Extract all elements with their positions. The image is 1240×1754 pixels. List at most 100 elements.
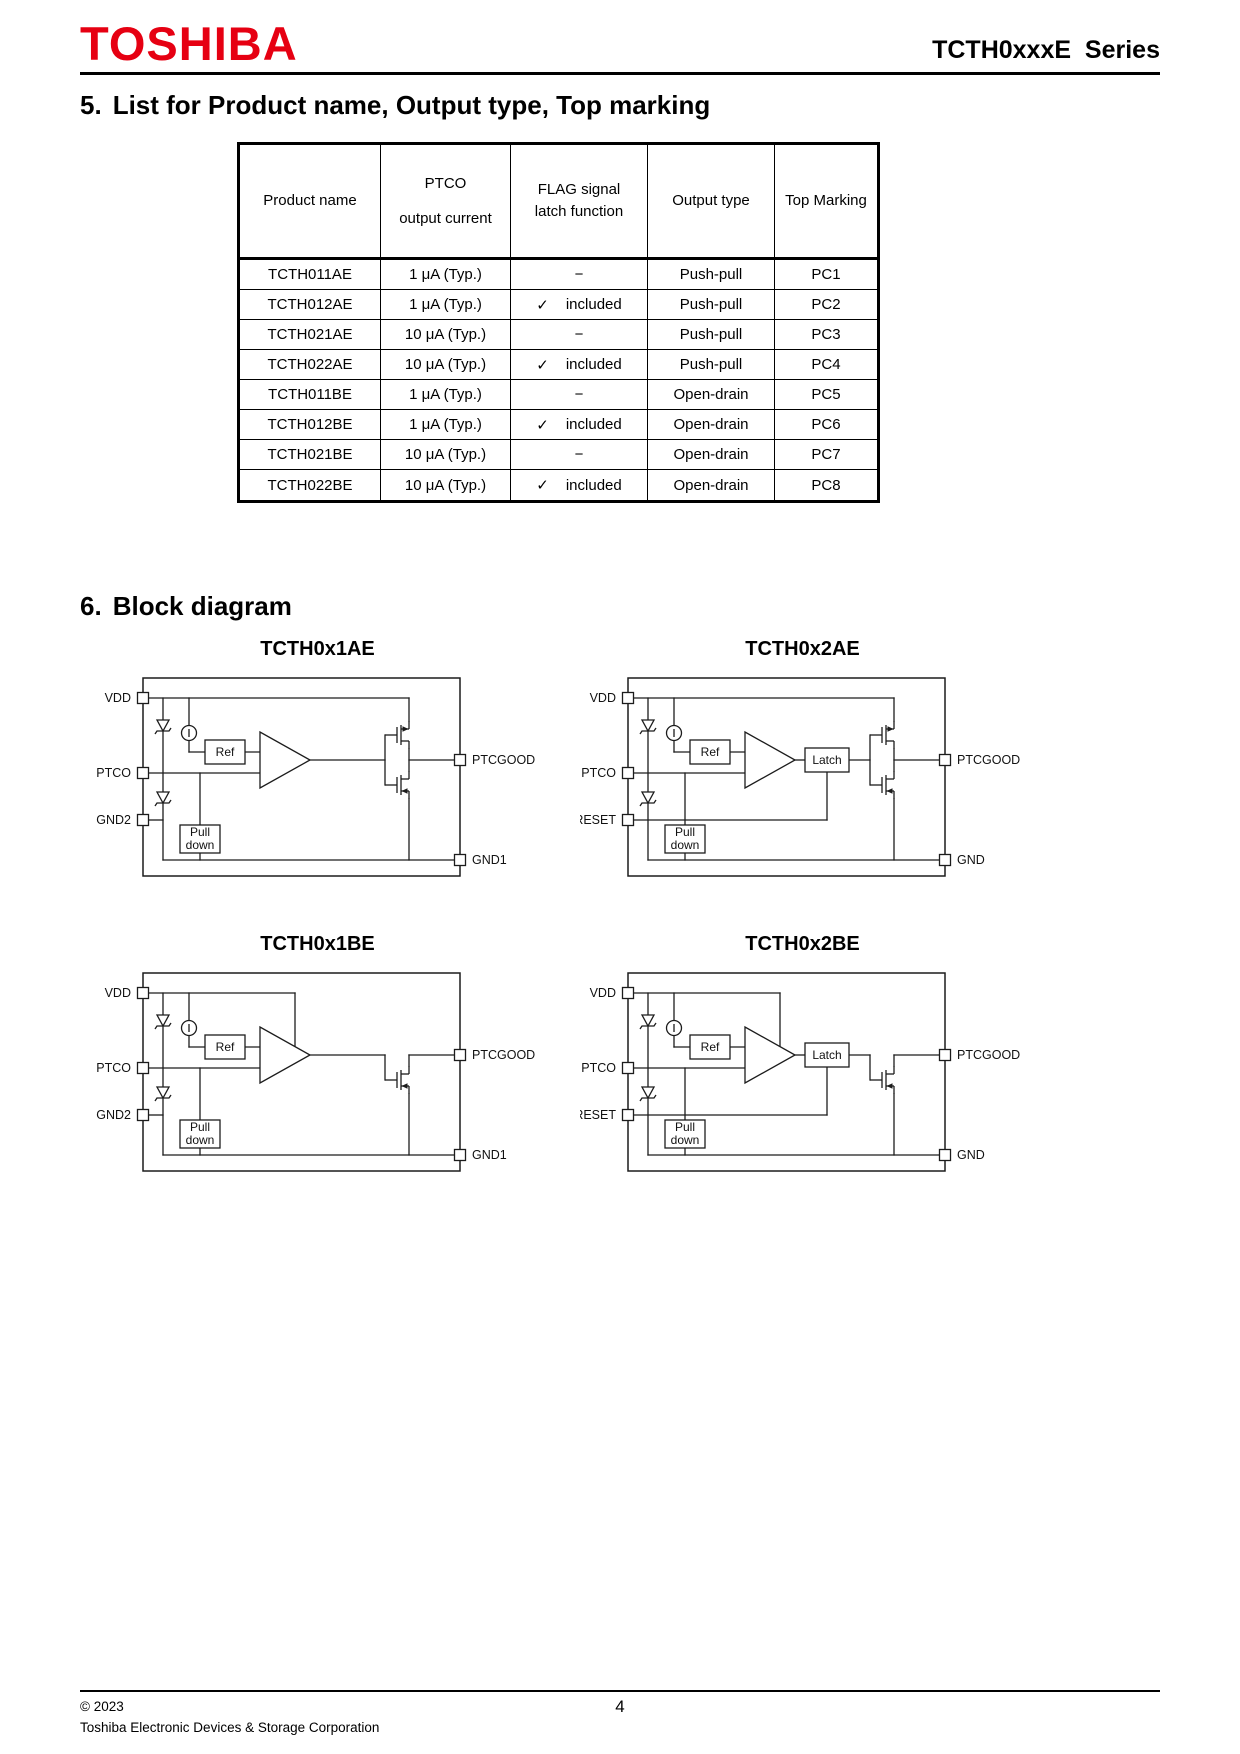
flag-checkmark: ✓ (536, 296, 549, 314)
cell-flag: − (511, 260, 648, 291)
cell-marking: PC8 (811, 476, 841, 494)
gnd-pin-label: GND (957, 1148, 985, 1162)
block-diagram-tcth0x1ae: TCTH0x1AE (95, 638, 540, 887)
cell-current: 1 μA (Typ.) (381, 380, 511, 411)
pulldown-block (664, 1119, 706, 1150)
flag-label: included (565, 356, 622, 374)
cell-marking: PC7 (775, 440, 877, 471)
col-header-product-name: Product name (240, 145, 381, 258)
ptco-pin-label: PTCO (581, 766, 616, 780)
cell-flag: − (511, 320, 648, 351)
vdd-pin (136, 692, 150, 705)
diagram-title: TCTH0x2BE (745, 933, 860, 956)
col-header-top-marking: Top Marking (785, 192, 867, 210)
cell-marking: PC4 (775, 350, 877, 381)
gnd2-pin (136, 1109, 150, 1122)
cell-marking: PC2 (775, 290, 877, 321)
flag-label: − (574, 386, 584, 404)
footer-copyright-block: © 2023 Toshiba Electronic Devices & Stor… (80, 1697, 615, 1739)
current-source-icon (180, 725, 198, 742)
current-source-icon (180, 1020, 198, 1037)
pulldown-label-line2: down (186, 1133, 215, 1147)
cell-flag: ✓included (511, 470, 648, 501)
ref-block (204, 739, 246, 766)
cell-product: TCTH022AE (240, 350, 381, 381)
gnd2-pin-label: GND2 (96, 813, 131, 827)
col-header-output-type: Output type (648, 145, 775, 258)
comparator-symbol (259, 1026, 312, 1085)
flag-label: included (565, 416, 622, 434)
latch-block (804, 1042, 850, 1069)
product-list-table: Product name PTCO output current FLAG si… (237, 142, 880, 504)
flag-label: included (565, 476, 622, 494)
table-row: TCTH022BE 10 μA (Typ.) ✓included Open-dr… (240, 470, 877, 501)
gnd2-pin (136, 814, 150, 827)
cell-flag: − (511, 440, 648, 471)
flag-label: − (574, 326, 584, 344)
vdd-pin-label: VDD (105, 986, 131, 1000)
copyright-year: © 2023 (80, 1699, 124, 1714)
comparator-symbol (744, 1026, 797, 1085)
cell-output-type: Open-drain (648, 410, 775, 441)
page-header: TOSHIBA TCTH0xxxE Series (80, 20, 1160, 67)
gnd-pin (938, 854, 952, 867)
cell-flag: ✓included (511, 290, 648, 321)
table-row: TCTH011AE 1 μA (Typ.) − Push-pull PC1 (240, 260, 877, 291)
comparator-symbol (259, 731, 312, 790)
cell-marking: PC6 (775, 410, 877, 441)
cell-product: TCTH021AE (240, 320, 381, 351)
table-row: TCTH021AE 10 μA (Typ.) − Push-pull PC3 (240, 320, 877, 351)
header-divider (80, 72, 1160, 75)
ref-block (204, 1034, 246, 1061)
section-6-heading: 6. Block diagram (80, 591, 1160, 622)
schematic: Ref Pull down VDD PTCO GND2 PTCGOOD GND1 (96, 972, 535, 1173)
cell-flag: − (511, 380, 648, 411)
schematic: Ref Latch Pull down VDD PTCO RESET PTCGO… (574, 972, 1020, 1173)
cell-flag: ✓included (511, 410, 648, 441)
gnd-pin (938, 1149, 952, 1162)
ref-block (689, 1034, 731, 1061)
cell-current: 1 μA (Typ.) (381, 290, 511, 321)
cell-product: TCTH012AE (240, 290, 381, 321)
col-header-ptco-output-current: PTCO output current (381, 145, 511, 258)
pulldown-block (179, 824, 221, 855)
cell-current: 10 μA (Typ.) (381, 440, 511, 471)
cell-output-type: Push-pull (648, 260, 775, 291)
company-name: Toshiba Electronic Devices & Storage Cor… (80, 1719, 380, 1735)
cell-output-type: Open-drain (648, 470, 775, 501)
section-5-heading: 5. List for Product name, Output type, T… (80, 90, 1160, 121)
cell-product: TCTH021BE (240, 440, 381, 471)
col-header-flag-latch: FLAG signal latch function (511, 145, 648, 258)
cell-current: 1 μA (Typ.) (381, 260, 511, 291)
block-diagram-tcth0x2be: TCTH0x2BE (574, 933, 1025, 1182)
table-row: TCTH022AE 10 μA (Typ.) ✓included Push-pu… (240, 350, 877, 381)
ptco-pin (621, 767, 635, 780)
latch-block-label: Latch (812, 1048, 841, 1062)
gnd1-pin-label: GND1 (472, 1148, 507, 1162)
schematic: Ref Latch Pull down VDD PTCO RESET PTCGO… (574, 677, 1020, 878)
flag-label: − (574, 266, 584, 284)
ptcgood-pin-label: PTCGOOD (957, 1048, 1020, 1062)
ptco-pin-label: PTCO (96, 766, 131, 780)
cell-product: TCTH011AE (240, 260, 381, 291)
latch-block (804, 747, 850, 774)
toshiba-logo: TOSHIBA (80, 17, 298, 70)
ref-block (689, 739, 731, 766)
ptcgood-pin (938, 754, 952, 767)
gnd1-pin (453, 1149, 467, 1162)
block-diagrams-grid: TCTH0x1AE (95, 638, 1160, 1182)
vdd-pin-label: VDD (105, 691, 131, 705)
gnd1-pin (453, 854, 467, 867)
gnd1-pin-label: GND1 (472, 853, 507, 867)
cell-marking: PC3 (775, 320, 877, 351)
diagram-title: TCTH0x2AE (745, 638, 860, 661)
cell-output-type: Push-pull (648, 350, 775, 381)
series-title: TCTH0xxxE Series (932, 36, 1160, 64)
table-row: TCTH012BE 1 μA (Typ.) ✓included Open-dra… (240, 410, 877, 441)
block-diagram-tcth0x2ae: TCTH0x2AE (574, 638, 1025, 887)
vdd-pin-label: VDD (590, 986, 616, 1000)
ptcgood-pin-label: PTCGOOD (472, 753, 535, 767)
ref-block-label: Ref (216, 1040, 235, 1054)
pulldown-label-line2: down (671, 838, 700, 852)
ptcgood-pin (453, 754, 467, 767)
